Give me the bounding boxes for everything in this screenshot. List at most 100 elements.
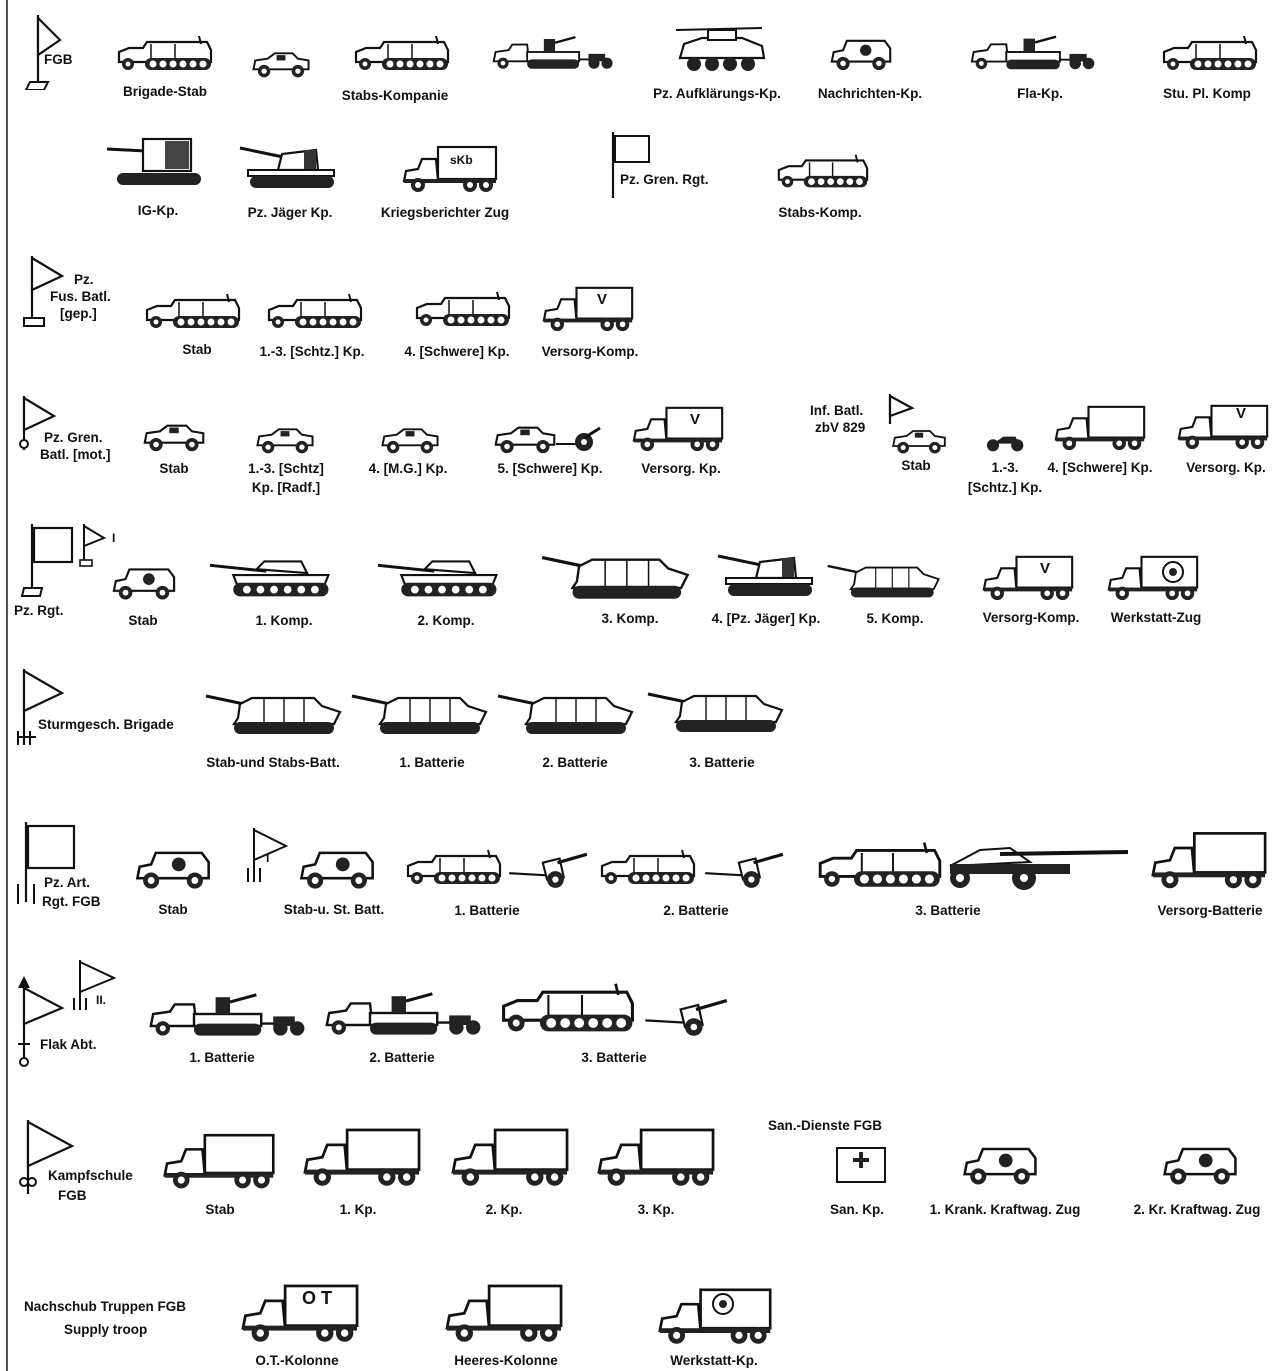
- howitzer-icon: [505, 848, 589, 890]
- unit-label: Versorg-Komp.: [982, 610, 1080, 625]
- unit-label: 3. Kp.: [637, 1202, 675, 1217]
- unit-label: 2. Batterie: [663, 903, 729, 918]
- unit-label: 4. [M.G.] Kp.: [368, 461, 448, 476]
- stug-icon: [496, 688, 636, 738]
- red-cross-box-icon: [836, 1147, 886, 1183]
- unit-label: Stabs-Kompanie: [341, 88, 449, 103]
- halftrack-tractor-icon: [594, 848, 702, 888]
- supply-truck-icon: [980, 552, 1076, 602]
- radio-car-icon: [828, 32, 894, 76]
- fgb-flag-label: FGB: [44, 52, 73, 67]
- unit-label: Versorg. Kp.: [641, 461, 721, 476]
- supply-truck-icon: [1148, 828, 1270, 890]
- unit-label: Heeres-Kolonne: [454, 1353, 558, 1368]
- unit-label: 1. Krank. Kraftwag. Zug: [929, 1202, 1081, 1217]
- halftrack-icon: [1160, 32, 1260, 76]
- assault-gun-icon: [826, 556, 942, 604]
- panther-tank-icon: [376, 548, 512, 604]
- unit-label: Stab: [128, 613, 158, 628]
- truck-marking: sKb: [450, 153, 473, 167]
- unit-label: 1. Batterie: [399, 755, 465, 770]
- stug-icon: [646, 686, 786, 736]
- unit-label: 4. [Pz. Jäger] Kp.: [711, 611, 821, 626]
- inf-batl-title-line: zbV 829: [815, 420, 866, 435]
- unit-label: 3. Batterie: [581, 1050, 647, 1065]
- supply-v-mark: V: [690, 411, 701, 428]
- car-icon: [250, 424, 320, 456]
- flag-small-label: I: [266, 851, 270, 865]
- regiment-flag-icon: [17, 822, 76, 904]
- unit-label-line: 1.-3. [Schtz]: [248, 461, 324, 476]
- stug-icon: [204, 688, 344, 738]
- unit-label: 2. Batterie: [542, 755, 608, 770]
- car-icon: [140, 420, 208, 454]
- supply-v-mark: V: [1040, 560, 1051, 577]
- truck-icon: [400, 143, 500, 193]
- car-icon: [885, 426, 953, 456]
- battalion-flag-icon: [19, 396, 57, 450]
- panther-tank-icon: [208, 548, 344, 604]
- howitzer-icon: [698, 848, 788, 890]
- fgb-flag-icon: [24, 15, 62, 90]
- halftrack-mortar-icon: [413, 288, 513, 332]
- unit-label: 1. Komp.: [255, 613, 313, 628]
- flak-halftrack-icon: [490, 30, 620, 74]
- unit-label: 2. Kr. Kraftwag. Zug: [1133, 1202, 1261, 1217]
- battalion-flag-icon: [23, 256, 65, 327]
- unit-label: 1. Batterie: [454, 903, 520, 918]
- brigade-flag-label: Sturmgesch. Brigade: [38, 717, 174, 732]
- car-icon: [375, 424, 445, 456]
- covered-truck-icon: [300, 1124, 424, 1188]
- ambulance-icon: [960, 1142, 1040, 1188]
- unit-label: Versorg-Komp.: [541, 344, 639, 359]
- unit-label: Pz. Jäger Kp.: [247, 205, 333, 220]
- car-with-gun-icon: [490, 420, 601, 456]
- regiment-flag-label: Pz. Gren. Rgt.: [620, 172, 709, 187]
- unit-label: Stab: [901, 458, 931, 473]
- kubelwagen-icon: [245, 48, 317, 80]
- supply-v-mark: V: [597, 291, 608, 308]
- unit-label: 1.-3. [Schtz.] Kp.: [259, 344, 365, 359]
- unit-label: Pz. Aufklärungs-Kp.: [653, 86, 781, 101]
- jagdpanther-icon: [540, 548, 692, 604]
- unit-label: San. Kp.: [829, 1202, 885, 1217]
- unit-label: IG-Kp.: [137, 203, 179, 218]
- san-dienste-title: San.-Dienste FGB: [768, 1118, 883, 1133]
- inf-batl-title-line: Inf. Batl.: [810, 403, 864, 418]
- supply-v-mark: V: [1236, 405, 1247, 422]
- halftrack-icon: [143, 290, 243, 334]
- supply-title-line: Nachschub Truppen FGB: [24, 1299, 187, 1314]
- ot-truck-icon: [238, 1280, 362, 1344]
- halftrack-icon: [352, 32, 452, 76]
- truck-icon: [1052, 402, 1148, 452]
- unit-label: Versorg-Batterie: [1157, 903, 1263, 918]
- unit-label: Fla-Kp.: [1017, 86, 1063, 101]
- flag-label-line: Pz.: [74, 272, 94, 287]
- stug-icon: [350, 688, 490, 738]
- unit-label: 1. Batterie: [189, 1050, 255, 1065]
- unit-label: Stab-u. St. Batt.: [283, 902, 385, 917]
- covered-truck-icon: [448, 1124, 572, 1188]
- covered-truck-icon: [594, 1124, 718, 1188]
- supply-truck-icon: [630, 403, 726, 453]
- unit-label: 3. Batterie: [689, 755, 755, 770]
- unit-label-line: 1.-3.: [991, 460, 1019, 475]
- flag-label-line: Kampfschule: [48, 1168, 133, 1183]
- flag-label-line: FGB: [58, 1188, 87, 1203]
- supply-title-line: Supply troop: [64, 1322, 148, 1337]
- heavy-halftrack-icon: [498, 980, 638, 1038]
- unit-label: Stab: [205, 1202, 235, 1217]
- battalion-flag-icon: [888, 394, 915, 424]
- flak-flag-label: Flak Abt.: [40, 1037, 97, 1052]
- unit-label: 4. [Schwere] Kp.: [404, 344, 510, 359]
- unit-label: 1. Kp.: [339, 1202, 377, 1217]
- halftrack-icon: [115, 32, 215, 76]
- heavy-gun-icon: [949, 846, 1129, 890]
- tank-destroyer-icon: [239, 146, 335, 188]
- unit-label: Versorg. Kp.: [1186, 460, 1266, 475]
- unit-label: O.T.-Kolonne: [255, 1353, 339, 1368]
- flag-label-line: [gep.]: [60, 306, 97, 321]
- flag-small-label: II.: [96, 993, 107, 1007]
- flak-halftrack-icon: [968, 30, 1102, 74]
